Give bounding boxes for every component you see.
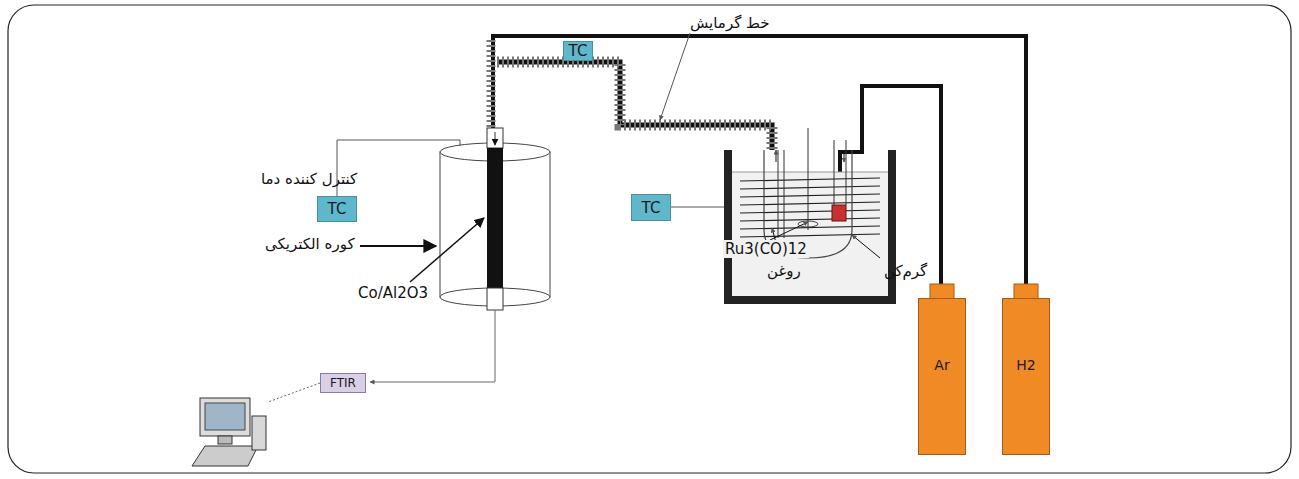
heater-coil	[740, 194, 880, 197]
gas-cylinder: H2	[1002, 298, 1050, 455]
node-text: TC	[569, 42, 588, 60]
heating-line-label: خط گرمایش	[690, 14, 770, 32]
node-text: TC	[328, 200, 347, 218]
precursor-label: Ru3(CO)12	[723, 240, 809, 258]
temperature-controller: TC	[317, 196, 357, 222]
heater-coil	[740, 186, 880, 189]
heater-coil	[740, 178, 880, 181]
gas-cylinder: Ar	[918, 298, 966, 455]
heater-coil	[740, 234, 880, 237]
node-text: TC	[642, 199, 661, 217]
temperature-controller: TC	[631, 194, 671, 221]
heater-coil	[740, 210, 880, 213]
heater-label: گرم‌کن	[884, 262, 927, 280]
node-text: Ar	[934, 357, 949, 373]
catalyst-label: Co/Al2O3	[358, 284, 428, 302]
temperature-controller: TC	[563, 41, 593, 61]
furnace-label: کوره الکتریکی	[265, 235, 355, 253]
node-text: FTIR	[330, 376, 356, 390]
ftir-analyzer: FTIR	[320, 373, 366, 393]
node-text: H2	[1016, 357, 1035, 373]
heater-coil	[740, 202, 880, 205]
oil-label: روغن	[765, 262, 803, 280]
controller-label: کنترل کننده دما	[261, 170, 357, 188]
